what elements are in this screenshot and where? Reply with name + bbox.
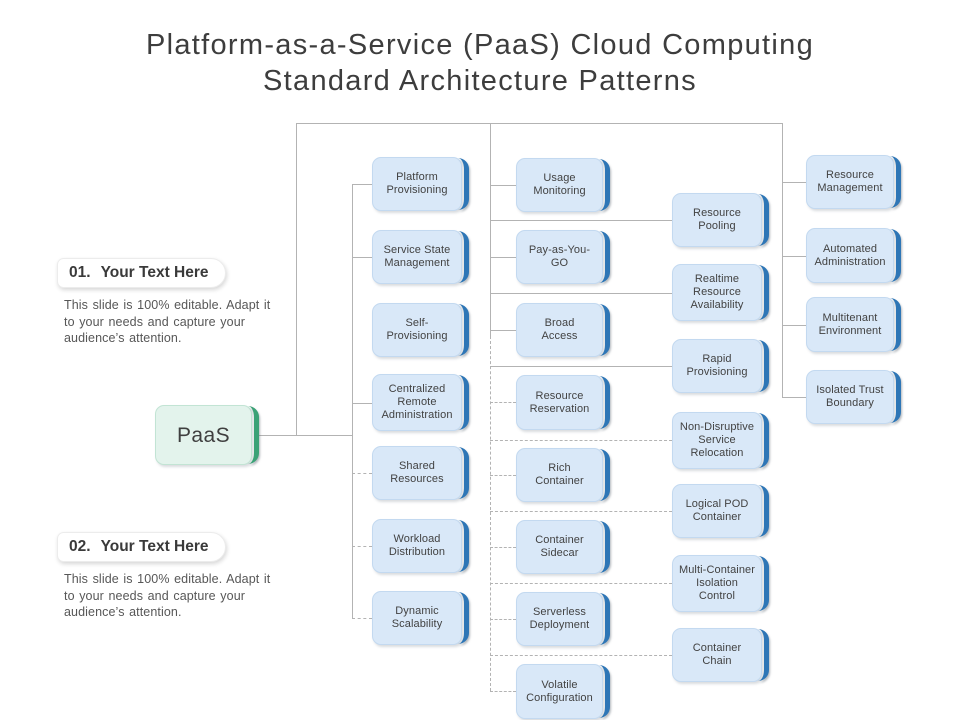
connector-link-rapid-provisioning xyxy=(490,366,672,367)
node-isolated-trust-boundary: Isolated Trust Boundary xyxy=(806,370,894,424)
node-broad-access: Broad Access xyxy=(516,303,603,357)
node-label: Rapid Provisioning xyxy=(686,353,748,378)
node-label: Serverless Deployment xyxy=(529,606,590,631)
connector-paas-link xyxy=(257,435,352,436)
connector-stub-serverless-deployment xyxy=(490,619,516,620)
node-service-state-management: Service State Management xyxy=(372,230,462,284)
connector-stub-volatile-configuration xyxy=(490,691,516,692)
connector-stub-container-sidecar xyxy=(490,547,516,548)
connector-stub-workload-distribution xyxy=(352,546,372,547)
connector-top-frame xyxy=(296,123,783,124)
connector-stub-resource-management xyxy=(782,182,806,183)
node-label: Workload Distribution xyxy=(388,533,446,558)
node-pay-as-you-go: Pay-as-You- GO xyxy=(516,230,603,284)
connector-col2-spine-solid xyxy=(490,123,491,336)
connector-stub-platform-provisioning xyxy=(352,184,372,185)
node-label: Logical POD Container xyxy=(685,498,749,523)
node-paas-root: PaaS xyxy=(155,405,252,465)
connector-stub-broad-access xyxy=(490,330,516,331)
connector-link-container-chain xyxy=(490,655,672,656)
note-01-heading: Your Text Here xyxy=(100,264,209,281)
connector-link-resource-pooling xyxy=(490,220,672,221)
connector-link-non-disruptive-service-relocation xyxy=(490,440,672,441)
page-title-line2: Standard Architecture Patterns xyxy=(263,65,697,97)
node-resource-reservation: Resource Reservation xyxy=(516,375,603,430)
node-centralized-remote-administration: Centralized Remote Administration xyxy=(372,374,462,431)
node-label: Resource Management xyxy=(817,169,883,194)
node-label: Rich Container xyxy=(535,462,584,487)
node-logical-pod-container: Logical POD Container xyxy=(672,484,762,538)
note-01-pill: 01. Your Text Here xyxy=(57,258,226,288)
node-label: Platform Provisioning xyxy=(386,171,448,196)
connector-col2-spine-dashed xyxy=(490,336,491,691)
node-rapid-provisioning: Rapid Provisioning xyxy=(672,339,762,393)
node-shared-resources: Shared Resources xyxy=(372,446,462,500)
note-01-number: 01. xyxy=(69,264,91,281)
note-01-body: This slide is 100% editable. Adapt it to… xyxy=(64,298,271,345)
node-label: Multitenant Environment xyxy=(818,311,882,337)
connector-stub-shared-resources xyxy=(352,473,372,474)
node-label: Dynamic Scalability xyxy=(391,605,443,630)
connector-stub-multitenant-environment xyxy=(782,325,806,326)
node-label: Resource Pooling xyxy=(693,207,741,232)
connector-stub-pay-as-you-go xyxy=(490,257,516,258)
connector-stub-centralized-remote-administration xyxy=(352,403,372,404)
node-workload-distribution: Workload Distribution xyxy=(372,519,462,573)
node-label: Self- Provisioning xyxy=(386,317,448,342)
node-label: Container Sidecar xyxy=(535,534,584,559)
connector-stub-resource-reservation xyxy=(490,402,516,403)
connector-col1-spine xyxy=(352,184,353,618)
connector-link-logical-pod-container xyxy=(490,511,672,512)
node-realtime-resource-availability: Realtime Resource Availability xyxy=(672,264,762,321)
node-label: Container Chain xyxy=(692,642,742,667)
node-non-disruptive-service-relocation: Non-Disruptive Service Relocation xyxy=(672,412,762,469)
connector-left-frame xyxy=(296,123,297,435)
node-label: Broad Access xyxy=(541,317,578,342)
connector-stub-service-state-management xyxy=(352,257,372,258)
node-serverless-deployment: Serverless Deployment xyxy=(516,592,603,646)
node-label: Resource Reservation xyxy=(529,389,590,415)
node-automated-administration: Automated Administration xyxy=(806,228,894,283)
connector-stub-usage-monitoring xyxy=(490,185,516,186)
node-label: Isolated Trust Boundary xyxy=(816,384,884,409)
page-title: Platform-as-a-Service (PaaS) Cloud Compu… xyxy=(0,27,960,99)
node-label: Pay-as-You- GO xyxy=(528,244,591,269)
node-resource-management: Resource Management xyxy=(806,155,894,209)
node-container-chain: Container Chain xyxy=(672,628,762,682)
connector-stub-rich-container xyxy=(490,475,516,476)
node-container-sidecar: Container Sidecar xyxy=(516,520,603,574)
node-label: Multi-Container Isolation Control xyxy=(678,564,756,602)
note-02-number: 02. xyxy=(69,538,91,555)
connector-link-realtime-resource-availability xyxy=(490,293,672,294)
node-multitenant-environment: Multitenant Environment xyxy=(806,297,894,352)
node-rich-container: Rich Container xyxy=(516,448,603,502)
connector-col4-spine xyxy=(782,123,783,397)
node-self-provisioning: Self- Provisioning xyxy=(372,303,462,357)
node-label: Volatile Configuration xyxy=(526,678,593,704)
note-02-pill: 02. Your Text Here xyxy=(57,532,226,562)
connector-stub-isolated-trust-boundary xyxy=(782,397,806,398)
node-label: Centralized Remote Administration xyxy=(381,383,453,421)
node-label: Realtime Resource Availability xyxy=(690,273,744,311)
connector-link-multi-container-isolation-control xyxy=(490,583,672,584)
note-02-body: This slide is 100% editable. Adapt it to… xyxy=(64,572,271,619)
node-label: Shared Resources xyxy=(390,460,444,485)
node-dynamic-scalability: Dynamic Scalability xyxy=(372,591,462,645)
node-platform-provisioning: Platform Provisioning xyxy=(372,157,462,211)
node-multi-container-isolation-control: Multi-Container Isolation Control xyxy=(672,555,762,612)
node-usage-monitoring: Usage Monitoring xyxy=(516,158,603,212)
node-label: PaaS xyxy=(177,423,230,447)
node-label: Non-Disruptive Service Relocation xyxy=(679,421,755,459)
page-title-line1: Platform-as-a-Service (PaaS) Cloud Compu… xyxy=(145,29,815,61)
node-volatile-configuration: Volatile Configuration xyxy=(516,664,603,719)
connector-stub-dynamic-scalability xyxy=(352,618,372,619)
node-label: Automated Administration xyxy=(814,242,886,268)
note-02-heading: Your Text Here xyxy=(100,538,209,555)
node-label: Service State Management xyxy=(383,244,451,269)
node-resource-pooling: Resource Pooling xyxy=(672,193,762,247)
node-label: Usage Monitoring xyxy=(533,172,586,197)
connector-stub-automated-administration xyxy=(782,256,806,257)
